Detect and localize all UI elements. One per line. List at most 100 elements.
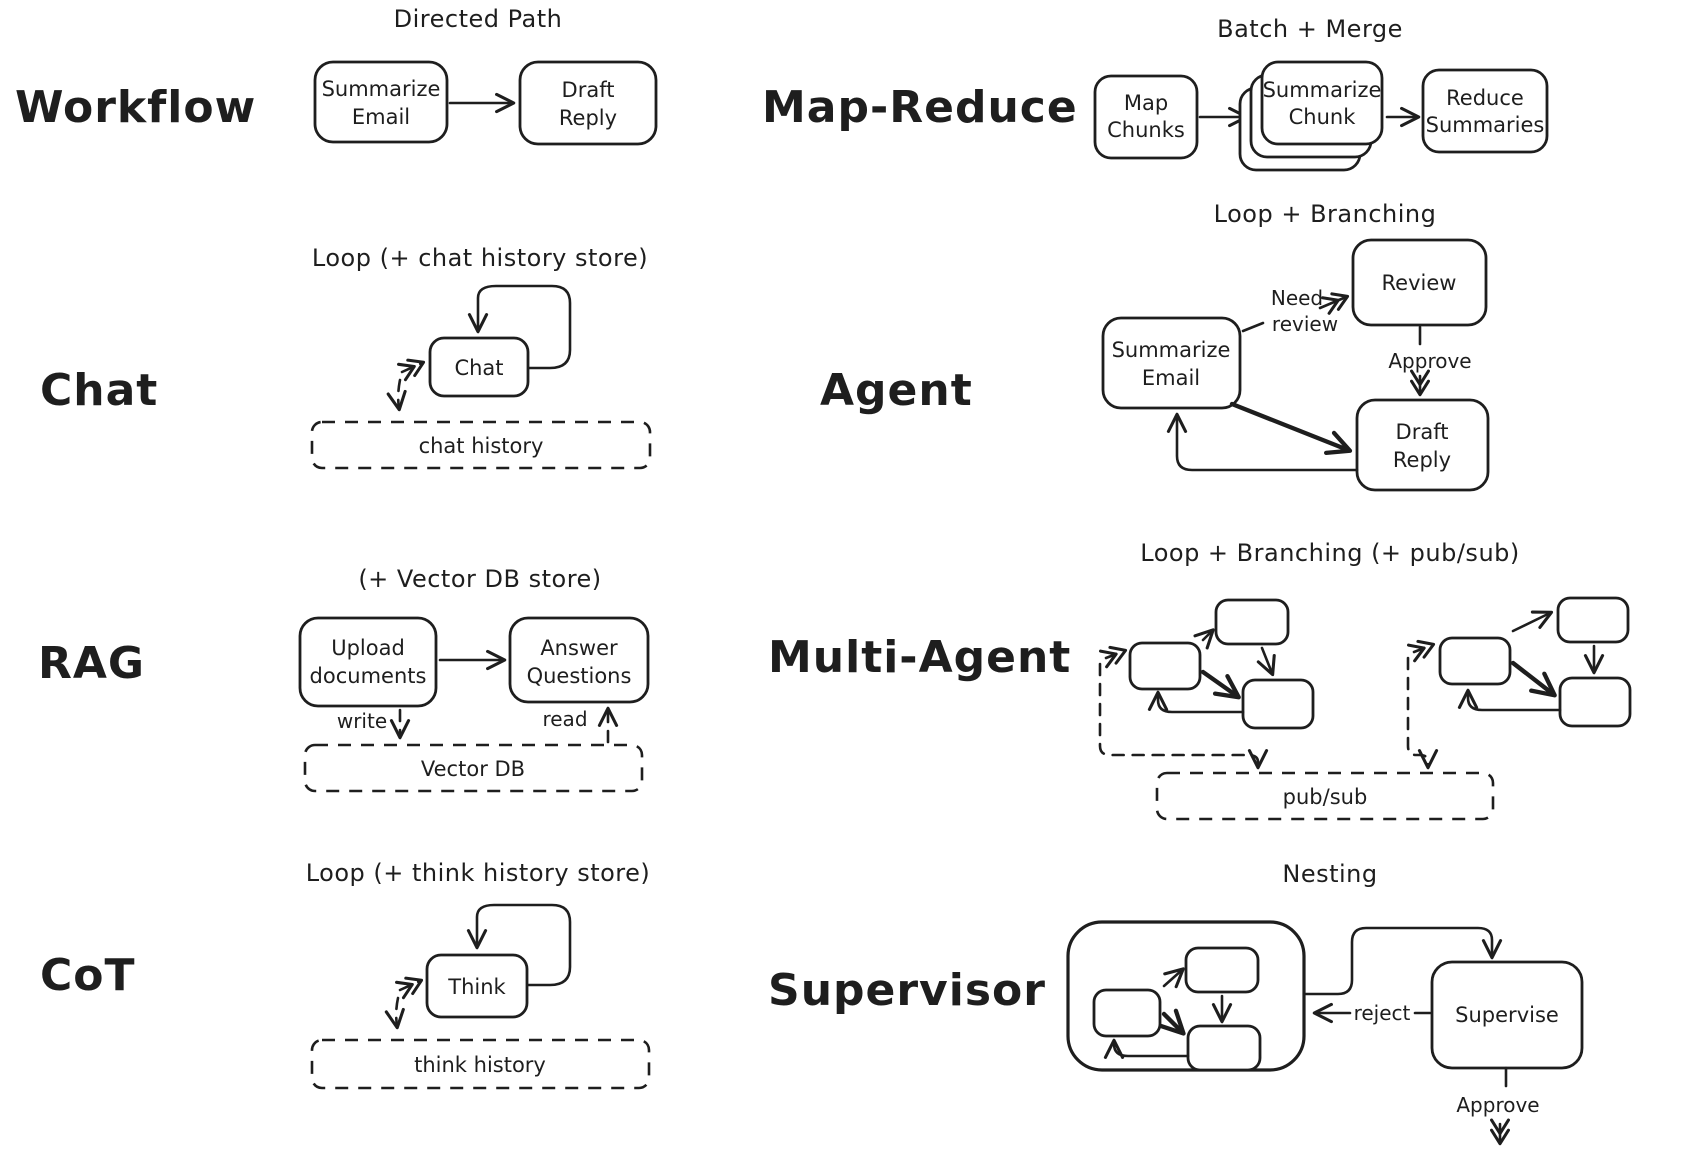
cot-store-arrow	[384, 996, 405, 1030]
arrow-thick	[1158, 1008, 1186, 1036]
node-chat-text: Chat	[454, 356, 503, 380]
node-summarize-email-line2: Email	[352, 105, 410, 129]
arrow-to-pubsub	[1098, 662, 1269, 770]
agent-node	[1092, 988, 1162, 1038]
section-workflow: Workflow Directed Path Summarize Email D…	[15, 5, 658, 146]
arrow	[1256, 646, 1276, 677]
chat-entry-arrow	[397, 358, 426, 382]
entry-arrow	[1098, 645, 1128, 669]
node-think-text: Think	[447, 975, 506, 999]
section-chat: Chat Loop (+ chat history store) Chat ch…	[40, 244, 652, 470]
node-draft-reply-line1: Draft	[1396, 420, 1449, 444]
section-cot: CoT Loop (+ think history store) Think t…	[40, 859, 651, 1090]
node-summarize-email-line1: Summarize	[1112, 338, 1231, 362]
node-reduce-summaries-line1: Reduce	[1446, 86, 1524, 110]
section-rag: RAG (+ Vector DB store) Upload documents…	[38, 565, 650, 793]
node-summarize-email	[1101, 316, 1242, 410]
arrow-loop-back	[1457, 688, 1562, 712]
node-upload-line2: documents	[310, 664, 427, 688]
chat-label: Chat	[40, 365, 158, 416]
arrow	[1511, 610, 1554, 633]
entry-arrow	[1406, 639, 1436, 663]
agent-node	[1556, 596, 1630, 644]
chat-title: Loop (+ chat history store)	[312, 244, 648, 272]
node-review	[1351, 238, 1488, 327]
multi-agent-label: Multi-Agent	[768, 632, 1071, 683]
rag-label: RAG	[38, 638, 145, 689]
edge-approve-label: Approve	[1388, 349, 1471, 373]
workflow-title: Directed Path	[394, 5, 563, 33]
arrow-container-to-supervise	[1302, 926, 1503, 996]
supervisor-title: Nesting	[1282, 860, 1377, 888]
agent-node	[1558, 676, 1632, 728]
need-review-tick	[1241, 321, 1265, 333]
node-supervise-text: Supervise	[1455, 1003, 1559, 1027]
agent-node	[1241, 678, 1315, 730]
agent-node	[1438, 636, 1512, 686]
section-map-reduce: Map-Reduce Batch + Merge Map Chunks Summ…	[762, 15, 1549, 172]
section-agent: Agent Loop + Branching Summarize Email R…	[820, 200, 1490, 492]
supervisor-label: Supervisor	[768, 965, 1046, 1016]
cot-label: CoT	[40, 950, 136, 1001]
agent-node	[1186, 1024, 1262, 1072]
node-draft-reply-line2: Reply	[1393, 448, 1451, 472]
arrow-to-pubsub	[1406, 656, 1439, 770]
workflow-label: Workflow	[15, 82, 256, 133]
store-think-history	[310, 1038, 651, 1090]
rag-title: (+ Vector DB store)	[358, 565, 601, 593]
arrow	[1162, 967, 1185, 989]
store-think-history-text: think history	[414, 1053, 546, 1077]
node-think	[425, 953, 529, 1019]
map-reduce-label: Map-Reduce	[762, 82, 1078, 133]
node-summarize-email-line1: Summarize	[322, 77, 441, 101]
agent-title: Loop + Branching	[1214, 200, 1437, 228]
chat-self-loop-arrow	[467, 284, 572, 370]
node-draft-reply-line2: Reply	[559, 106, 617, 130]
store-chat-history	[310, 420, 652, 470]
node-summarize-chunk-line1: Summarize	[1263, 78, 1382, 102]
store-vector-db-text: Vector DB	[421, 757, 525, 781]
map-reduce-title: Batch + Merge	[1217, 15, 1403, 43]
node-reduce-summaries-line2: Summaries	[1426, 113, 1545, 137]
node-chat	[428, 336, 530, 398]
chat-store-arrow	[386, 378, 407, 412]
node-review-text: Review	[1382, 271, 1457, 295]
arrow-loop-back	[1147, 690, 1245, 714]
edge-approve-label: Approve	[1456, 1093, 1539, 1117]
multi-agent-cluster-2	[1406, 596, 1632, 770]
arrow-summarize-to-draft	[1229, 401, 1353, 455]
cot-entry-arrow	[395, 976, 424, 1000]
node-draft-reply-line1: Draft	[562, 78, 615, 102]
arrow-draft-loop-back	[1166, 412, 1359, 472]
agent-node	[1214, 598, 1290, 646]
cot-self-loop-arrow	[466, 903, 572, 987]
agent-node	[1128, 641, 1202, 691]
node-upload-documents	[298, 616, 438, 708]
node-reduce-summaries	[1421, 68, 1549, 154]
node-answer-line2: Questions	[527, 664, 632, 688]
node-map-chunks-line2: Chunks	[1107, 118, 1185, 142]
edge-read-label: read	[542, 707, 587, 731]
arrow	[1193, 628, 1215, 650]
arrow-thick	[1510, 660, 1557, 698]
section-supervisor: Supervisor Nesting Supervise reject Appr…	[768, 860, 1584, 1146]
store-chat-history-text: chat history	[419, 434, 544, 458]
multi-agent-cluster-1	[1098, 598, 1315, 770]
agent-node	[1184, 946, 1260, 994]
multi-agent-title: Loop + Branching (+ pub/sub)	[1140, 539, 1520, 567]
node-summarize-email-line2: Email	[1142, 366, 1200, 390]
edge-write-label: write	[337, 709, 387, 733]
node-map-chunks-line1: Map	[1124, 91, 1168, 115]
node-draft-reply	[518, 60, 658, 146]
store-vector-db	[303, 743, 644, 793]
agent-label: Agent	[820, 365, 973, 416]
cot-title: Loop (+ think history store)	[306, 859, 651, 887]
node-summarize-chunk	[1260, 60, 1384, 146]
edge-need-review-line2: review	[1272, 312, 1338, 336]
store-pubsub	[1155, 771, 1495, 821]
arrow-thick	[1200, 669, 1241, 700]
node-answer-line1: Answer	[540, 636, 618, 660]
store-pubsub-text: pub/sub	[1283, 785, 1368, 809]
